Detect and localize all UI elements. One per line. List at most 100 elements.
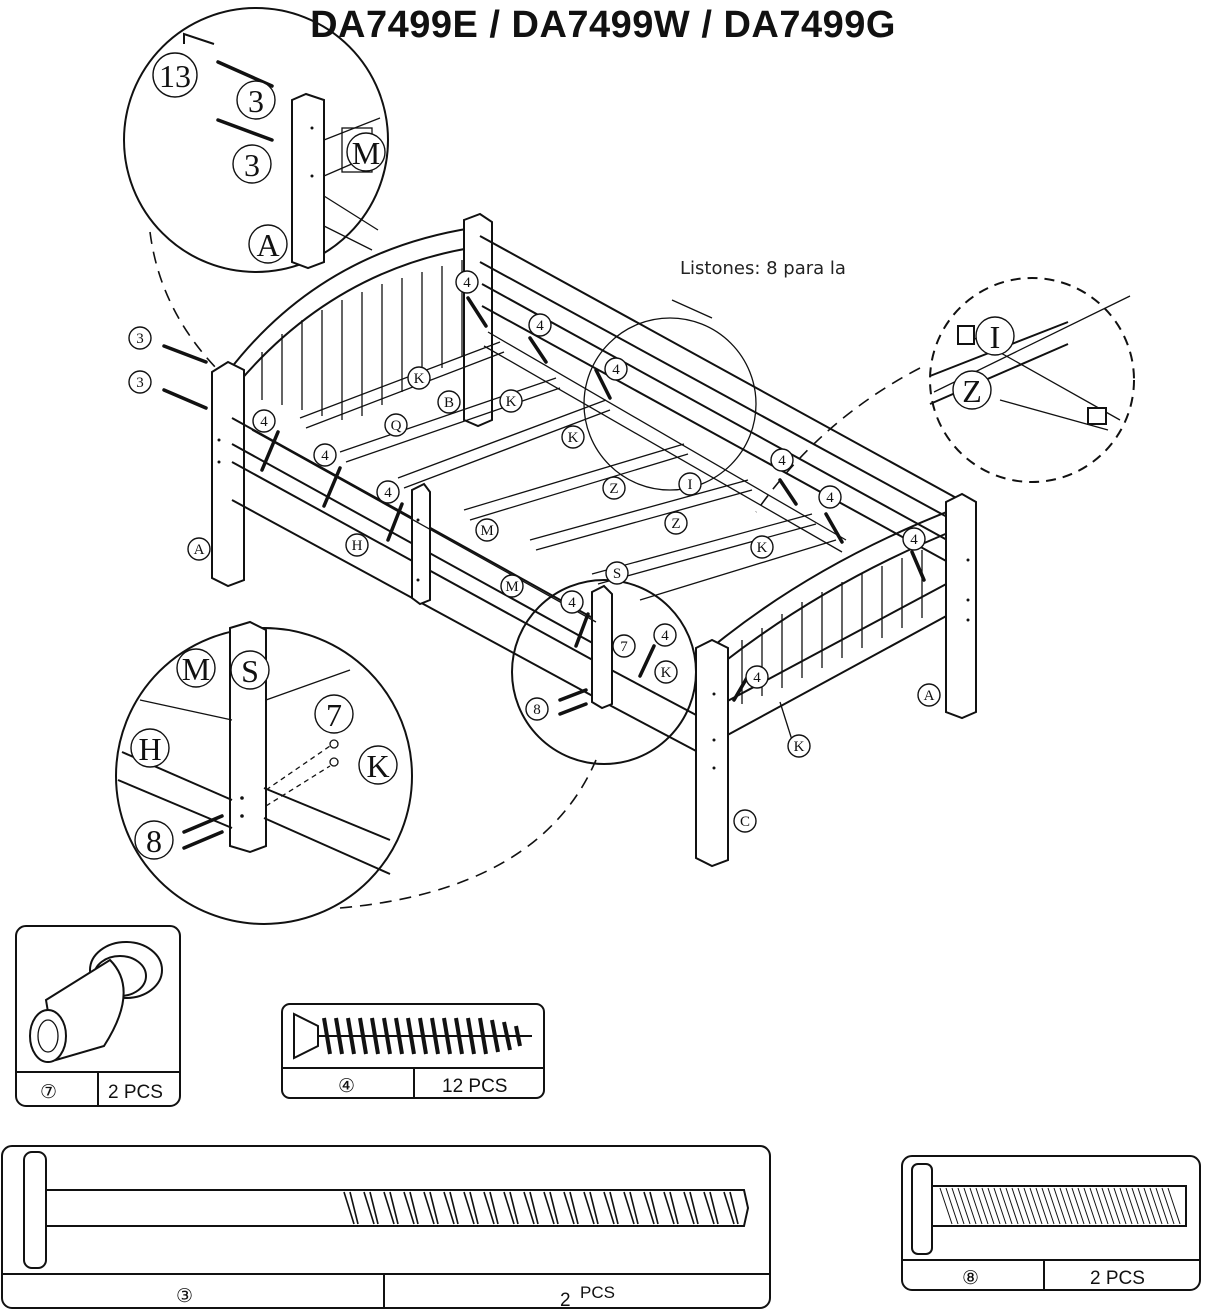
part-callout: 3 (128, 370, 152, 394)
zoom-callout: S (230, 650, 270, 690)
callout-label: 3 (136, 331, 144, 347)
zoom-callout: 3 (232, 144, 272, 184)
part-callout: K (499, 389, 523, 413)
part-callout: A (917, 683, 941, 707)
part-callout: K (750, 535, 774, 559)
callout-circle (248, 224, 288, 264)
callout-circle (130, 728, 170, 768)
part-callout: Z (602, 476, 626, 500)
callout-label: A (194, 542, 205, 558)
callout-label: K (794, 739, 805, 755)
callout-circle (128, 370, 152, 394)
callout-circle (437, 390, 461, 414)
part-callout: 8 (525, 697, 549, 721)
callout-circle (975, 316, 1015, 356)
part-7-qty: 2 PCS (108, 1082, 163, 1103)
callout-circle (232, 144, 272, 184)
zoom-callout: 3 (236, 80, 276, 120)
bed-frame (162, 212, 977, 868)
part-callout: H (345, 533, 369, 557)
callout-label: K (568, 430, 579, 446)
callout-circle (750, 535, 774, 559)
zoom-callout: 7 (314, 694, 354, 734)
part-box-8 (901, 1155, 1201, 1291)
callout-label: 3 (248, 83, 264, 119)
callout-label: B (444, 395, 454, 411)
callout-circle (653, 623, 677, 647)
callout-circle (407, 366, 431, 390)
part-callout: Q (384, 413, 408, 437)
callout-label: 4 (260, 414, 268, 430)
callout-circle (560, 590, 584, 614)
part-4-symbol: ④ (338, 1076, 355, 1097)
slat-note: Listones: 8 para la (680, 258, 846, 279)
zoom-callout: M (346, 132, 386, 172)
callout-circle (187, 537, 211, 561)
callout-circle (176, 648, 216, 688)
callout-label: 4 (910, 532, 918, 548)
part-callout: 4 (376, 480, 400, 504)
zoom-right-connector (755, 367, 921, 513)
callout-label: 4 (612, 362, 620, 378)
part-callout: K (407, 366, 431, 390)
callout-label: 3 (136, 375, 144, 391)
callout-label: Z (962, 373, 982, 409)
callout-circle (602, 476, 626, 500)
callout-label: Q (391, 418, 402, 434)
part-callout: S (605, 561, 629, 585)
callout-label: K (414, 371, 425, 387)
callout-label: H (352, 538, 363, 554)
callout-label: 4 (753, 670, 761, 686)
callout-label: K (366, 748, 389, 784)
callout-label: H (138, 731, 161, 767)
part-callout: Z (664, 511, 688, 535)
part-callout: C (733, 809, 757, 833)
callout-label: I (990, 319, 1001, 355)
callout-circle (346, 132, 386, 172)
callout-circle (612, 634, 636, 658)
zoom-callout: 8 (134, 820, 174, 860)
callout-label: 7 (326, 697, 342, 733)
callout-circle (128, 326, 152, 350)
callout-circle (252, 409, 276, 433)
part-box-4 (281, 1003, 545, 1099)
zoom-callout: I (975, 316, 1015, 356)
callout-label: 4 (778, 453, 786, 469)
callout-circle (358, 745, 398, 785)
zoom-callout: Z (952, 370, 992, 410)
callout-circle (152, 52, 198, 98)
callout-circle (770, 448, 794, 472)
callout-label: M (182, 651, 210, 687)
zoom-callout: K (358, 745, 398, 785)
callout-label: 4 (384, 485, 392, 501)
callout-circle (745, 665, 769, 689)
callout-circle (314, 694, 354, 734)
zoom-callout: M (176, 648, 216, 688)
zoom-callout: H (130, 728, 170, 768)
callout-label: M (352, 135, 380, 171)
callout-label: M (480, 523, 493, 539)
part-callout: 4 (313, 443, 337, 467)
callout-circle (230, 650, 270, 690)
callout-label: S (613, 566, 621, 582)
callout-label: 4 (463, 275, 471, 291)
callout-circle (733, 809, 757, 833)
part-callout: 4 (770, 448, 794, 472)
zoom-callout: A (248, 224, 288, 264)
callout-label: K (506, 394, 517, 410)
callout-label: Z (671, 516, 680, 532)
callout-label: 4 (536, 318, 544, 334)
part-callout: M (475, 518, 499, 542)
part-3-qty-suffix: PCS (580, 1283, 615, 1302)
part-box-7 (15, 925, 181, 1107)
callout-label: 13 (159, 58, 191, 94)
part-callout: 4 (560, 590, 584, 614)
callout-label: C (740, 814, 750, 830)
callout-circle (313, 443, 337, 467)
callout-label: S (241, 653, 259, 689)
part-callout: B (437, 390, 461, 414)
part-7-symbol: ⑦ (40, 1082, 57, 1103)
part-callout: M (500, 574, 524, 598)
